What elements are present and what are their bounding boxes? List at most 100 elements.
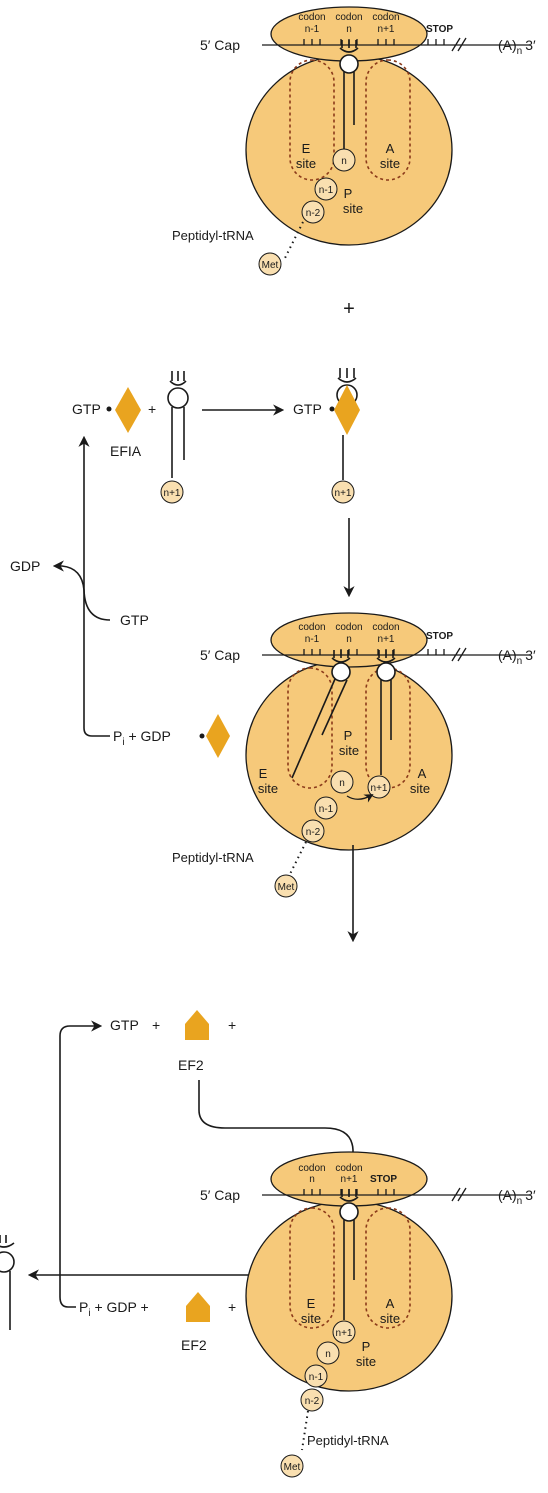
svg-text:site: site [380,1311,400,1326]
a-site-outline [365,59,411,181]
stop-label: STOP [370,1174,397,1185]
met-bead [258,252,282,276]
plus-label: + [148,401,156,417]
svg-text:site: site [410,781,430,796]
plus-sign: + [343,298,355,320]
svg-text:site: site [258,781,278,796]
stop-label: STOP [426,631,453,642]
codon-label: codon [335,12,362,23]
a-site-label: A [386,141,395,156]
e-site-label: E [302,141,311,156]
svg-text:A: A [418,766,427,781]
svg-text:codon: codon [335,622,362,633]
gtp-label-right: GTP [293,401,322,417]
aminoacyl-trna: n+1 [160,371,189,504]
ef2-label: EF2 [178,1057,204,1073]
cap-label: 5′ Cap [200,37,240,53]
cap-label: 5′ Cap [200,647,240,663]
svg-text:codon: codon [298,1163,325,1174]
amino-acid-bead [314,177,338,201]
svg-text:codon: codon [335,1163,362,1174]
ef1a-diamond [206,714,230,758]
svg-text:n: n [339,778,345,789]
ef1a-row: GTP + EFIA n+1 GTP n+1 [72,368,360,598]
codon-number: n+1 [378,24,395,35]
gtp-label: GTP [72,401,101,417]
gtp-label: GTP [120,612,149,628]
trna-p-site [339,1189,359,1320]
peptidyl-trna-label: Peptidyl-tRNA [172,228,254,243]
svg-text:n-2: n-2 [306,208,321,219]
ef2-label: EF2 [181,1337,207,1353]
gtp-label: GTP [110,1017,139,1033]
svg-text:codon: codon [372,622,399,633]
ef2-row: GTP + + EF2 [110,1010,359,1178]
svg-text:A: A [386,1296,395,1311]
ef1a-label: EFIA [110,443,142,459]
bond-dot [106,406,112,412]
codon-label: codon [372,12,399,23]
svg-text:n: n [346,634,352,645]
svg-text:Met: Met [278,882,295,893]
peptidyl-transfer-arrow [346,794,374,803]
codon-number: n [346,24,352,35]
ef1a-diamond [115,387,141,433]
svg-text:n+1: n+1 [335,488,352,499]
svg-text:n+1: n+1 [336,1328,353,1339]
svg-text:site: site [356,1354,376,1369]
svg-text:n: n [309,1174,315,1185]
trna-p-site [339,40,359,150]
svg-text:n: n [341,156,347,167]
svg-text:n+1: n+1 [378,634,395,645]
codon-number: n-1 [305,24,320,35]
svg-text:+: + [228,1299,236,1315]
svg-text:site: site [339,743,359,758]
trna-p-site [291,650,351,779]
svg-text:+: + [228,1017,236,1033]
ternary-complex: n+1 [331,368,360,504]
ef2-pentagon [186,1292,210,1322]
svg-text:E: E [307,1296,316,1311]
trna-a-site [376,650,396,775]
svg-text:P: P [362,1339,371,1354]
stop-label: STOP [426,24,453,35]
pi-gdp-label: Pi + GDP + [79,1299,149,1319]
pi-gdp-label: Pi + GDP [113,728,171,748]
peptidyl-trna-label: Peptidyl-tRNA [172,850,254,865]
svg-text:codon: codon [298,622,325,633]
met-label: Met [262,260,279,271]
gdp-label: GDP [10,558,40,574]
svg-text:n: n [325,1349,331,1360]
svg-text:n-2: n-2 [306,827,321,838]
svg-text:n+1: n+1 [164,488,181,499]
ef1a-recycle: GDP GTP Pi + GDP [10,435,230,758]
svg-text:n-1: n-1 [319,185,334,196]
amino-acid-bead [301,200,325,224]
peptidyl-trna-label: Peptidyl-tRNA [307,1433,389,1448]
amino-acid-bead [332,148,356,172]
svg-text:E: E [259,766,268,781]
svg-text:n-1: n-1 [305,634,320,645]
e-site-label: site [296,156,316,171]
svg-text:n-2: n-2 [305,1396,320,1407]
svg-text:n+1: n+1 [341,1174,358,1185]
ef2-curved-arrow [198,1080,359,1178]
svg-text:P: P [344,728,353,743]
svg-text:n-1: n-1 [319,804,334,815]
svg-text:n-1: n-1 [309,1372,324,1383]
codon-label: codon [298,12,325,23]
p-site-label: site [343,201,363,216]
svg-text:site: site [301,1311,321,1326]
ef2-pentagon [185,1010,209,1040]
p-site-label: P [344,186,353,201]
a-site-label: site [380,156,400,171]
svg-text:+: + [152,1017,160,1033]
e-site-outline [289,59,335,181]
exiting-trna [0,1235,15,1330]
